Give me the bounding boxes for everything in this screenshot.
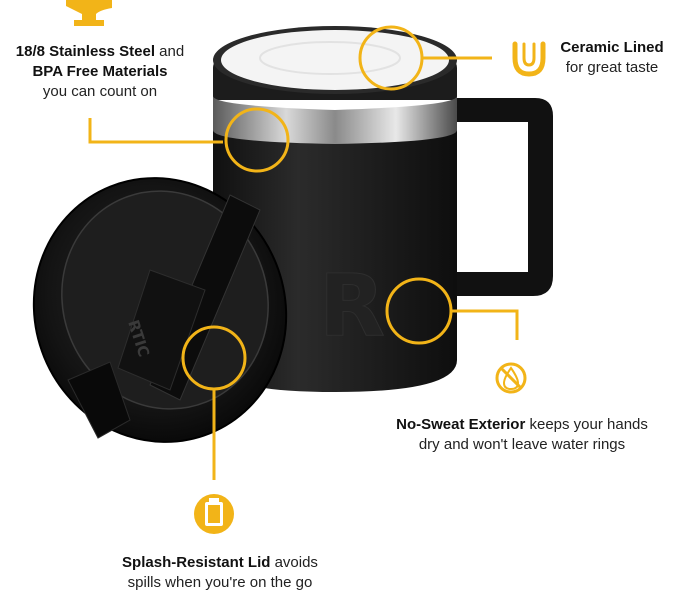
ceramic-feature-label: Ceramic Lined for great taste xyxy=(545,38,679,78)
sweat-feature-label: No-Sweat Exterior keeps your hands dry a… xyxy=(396,416,648,453)
ceramic-description: for great taste xyxy=(565,59,659,76)
lid-feature-label: Splash-Resistant Lid avoids spills when … xyxy=(122,554,318,591)
lid-description: spills when you're on the go xyxy=(127,574,313,591)
mug: R xyxy=(213,26,553,392)
anvil-icon xyxy=(66,0,112,26)
steel-description: you can count on xyxy=(42,83,158,100)
ceramic-title: Ceramic Lined xyxy=(560,39,664,56)
sweat-title: No-Sweat Exterior xyxy=(396,416,526,433)
sweat-description: dry and won't leave water rings xyxy=(418,436,626,453)
ceramic-interior xyxy=(221,30,449,90)
sweat-leader-line xyxy=(451,309,519,340)
steel-rim xyxy=(213,96,457,144)
mug-handle xyxy=(455,98,553,296)
no-drop-icon xyxy=(495,362,527,394)
steel-feature-label: 18/8 Stainless Steel and BPA Free Materi… xyxy=(15,43,185,100)
steel-title: 18/8 Stainless Steel xyxy=(15,43,156,60)
embossed-logo: R xyxy=(319,256,385,356)
steel-leader-line xyxy=(88,118,223,144)
steel-highlight-circle xyxy=(224,107,290,173)
bpa-title: BPA Free Materials xyxy=(32,63,168,80)
lid: RTIC xyxy=(32,177,288,443)
lid-tab xyxy=(67,361,131,439)
callouts xyxy=(88,25,519,480)
ceramic-u-icon xyxy=(512,41,546,77)
lid-title: Splash-Resistant Lid xyxy=(122,554,271,571)
cup-lid-icon xyxy=(194,494,234,534)
